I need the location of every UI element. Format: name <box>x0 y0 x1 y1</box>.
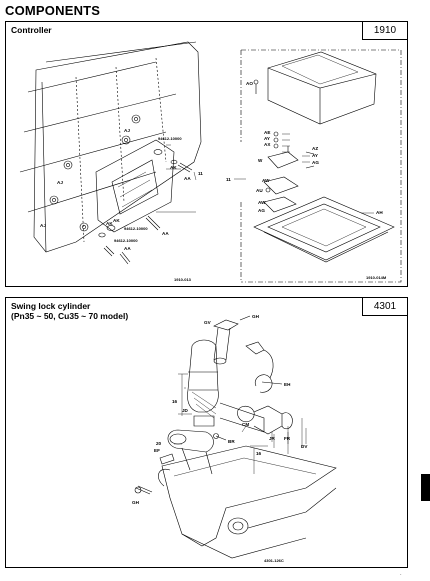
controller-diagram: AJ AJ AJ 94612-10000 AK AA 11 AK 94612-1… <box>19 41 402 283</box>
callout-ah: AH <box>376 210 383 215</box>
callout-ay: AY <box>264 136 270 141</box>
callout-aa-3: AA <box>124 246 131 251</box>
page-mark: · <box>400 572 402 578</box>
callout-20: 20 <box>156 441 162 446</box>
callout-ae: AE <box>264 130 270 135</box>
callout-ag: AG <box>258 208 265 213</box>
callout-gh-bottom: GH <box>132 500 140 505</box>
callout-16-rod: 16 <box>256 451 262 456</box>
callout-aw: AW <box>262 178 270 183</box>
controller-panel: Controller 1910 <box>5 21 408 287</box>
callout-fr: FR <box>284 436 291 441</box>
callout-aj: AJ <box>57 180 63 185</box>
swing-lock-label: Swing lock cylinder (Pn35 ~ 50, Cu35 ~ 7… <box>11 301 129 321</box>
callout-11-left: 11 <box>198 171 203 176</box>
swing-lock-panel: Swing lock cylinder (Pn35 ~ 50, Cu35 ~ 7… <box>5 297 408 568</box>
callout-ak-3: AK <box>106 221 113 226</box>
callout-aw-2: AW <box>258 200 266 205</box>
callout-11-right: 11 <box>226 177 231 182</box>
callout-aj-3: AJ <box>124 128 130 133</box>
callout-br: BR <box>228 439 235 444</box>
callout-az: AZ <box>312 146 318 151</box>
callout-jd: JD <box>182 408 189 413</box>
callout-16-cyl: 16 <box>172 399 178 404</box>
callout-w: W <box>258 158 263 163</box>
swing-lock-code: 4301 <box>362 297 408 316</box>
callout-aj-2: AJ <box>40 223 46 228</box>
controller-label: Controller <box>11 25 52 35</box>
callout-ay-2: AY <box>312 153 318 158</box>
figure-id-swing: 4301-126C <box>264 558 284 563</box>
figure-id-left: 1910-013 <box>174 277 192 282</box>
callout-au: AU <box>256 188 263 193</box>
section-tab <box>421 474 430 501</box>
part-number-2: 94612-10000 <box>124 226 148 231</box>
callout-aa-2: AA <box>162 231 169 236</box>
part-number-3: 94612-10000 <box>114 238 138 243</box>
figure-id-right: 1910-014M <box>366 275 387 280</box>
page-title: COMPONENTS <box>5 3 101 18</box>
callout-ag-right: AG <box>312 160 319 165</box>
callout-ef: EF <box>154 448 160 453</box>
callout-eh: EH <box>284 382 291 387</box>
callout-dv: DV <box>301 444 308 449</box>
callout-gv: GV <box>204 320 212 325</box>
callout-ak: AK <box>170 165 177 170</box>
swing-lock-diagram: GV GH EH 16 JD CM JR FR DV 20 BR 16 EF G… <box>132 314 337 563</box>
part-number-1: 94612-10000 <box>158 136 182 141</box>
callout-ak-2: AK <box>113 218 120 223</box>
callout-cm: CM <box>242 422 249 427</box>
callout-gh-top: GH <box>252 314 260 319</box>
callout-aa: AA <box>184 176 191 181</box>
callout-jr: JR <box>269 436 276 441</box>
callout-ao: AO <box>246 81 253 86</box>
callout-ax: AX <box>264 142 271 147</box>
controller-code: 1910 <box>362 21 408 40</box>
